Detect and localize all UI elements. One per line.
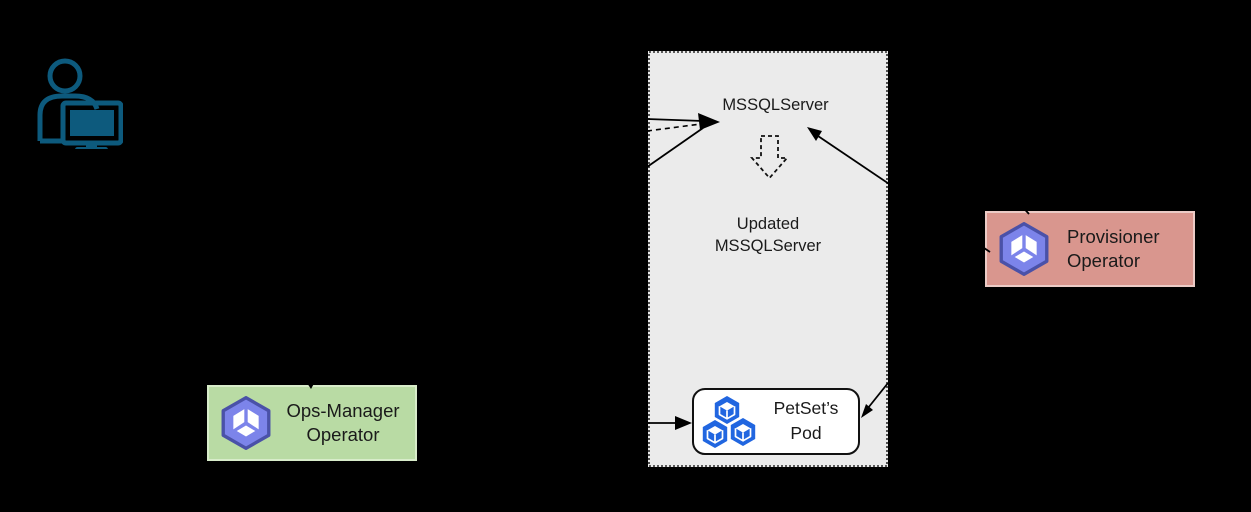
user-at-computer-icon — [37, 58, 123, 149]
updated-mssqlserver-label: Updated MSSQLServer — [714, 215, 822, 256]
petset-pod-label: PetSet’s Pod — [773, 398, 839, 444]
mssqlserver-label: MSSQLServer — [722, 96, 829, 114]
ops-manager-operator-label: Ops-Manager Operator — [286, 399, 400, 445]
ops-manager-operator-box: Ops-Manager Operator — [207, 385, 417, 461]
provisioner-operator-box: Provisioner Operator — [985, 211, 1195, 287]
petset-pod-box: PetSet’s Pod — [692, 388, 860, 455]
operator-cube-icon — [221, 396, 271, 450]
provisioner-operator-label: Provisioner Operator — [1067, 225, 1160, 271]
operator-cube-icon — [999, 222, 1049, 276]
pod-cluster-icon — [701, 394, 757, 450]
